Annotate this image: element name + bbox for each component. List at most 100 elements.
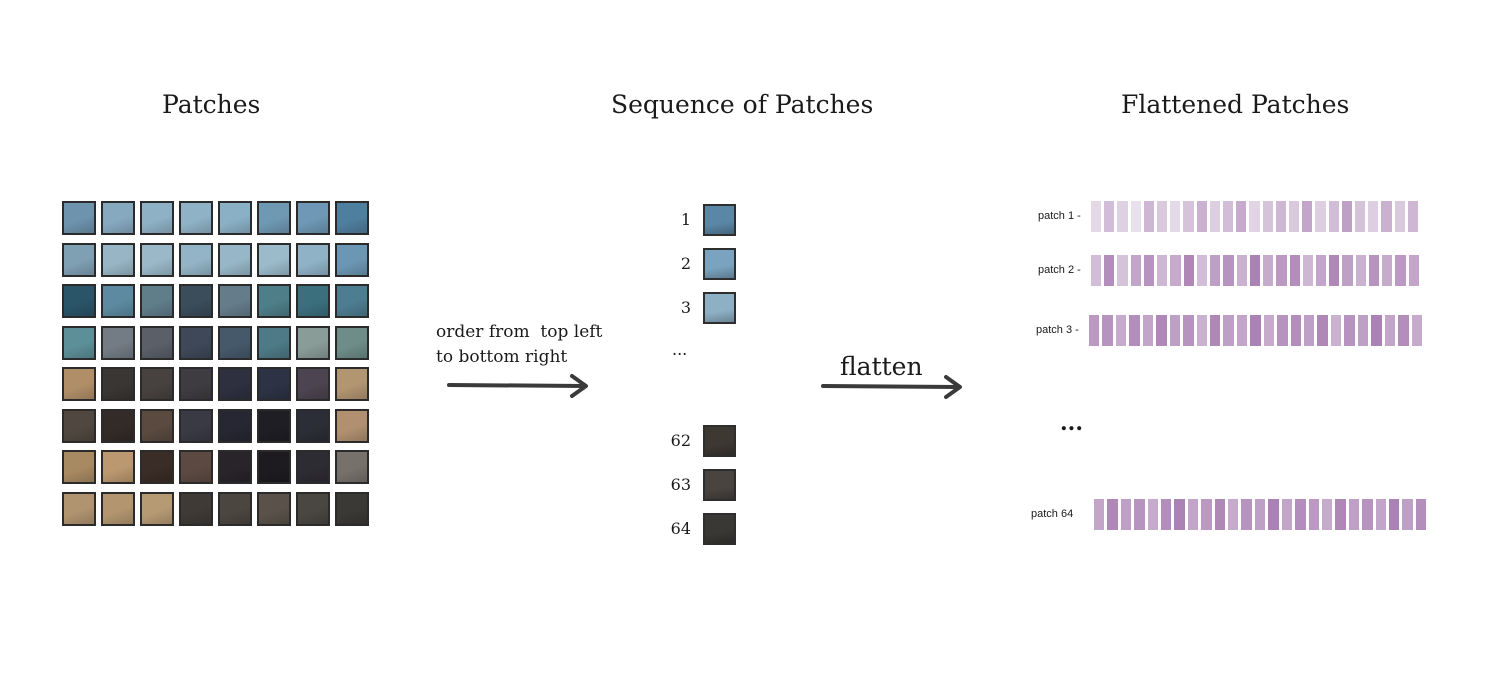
sequence-number: 64 bbox=[670, 519, 691, 538]
grid-patch bbox=[140, 367, 174, 401]
vector-cell bbox=[1143, 255, 1155, 286]
grid-patch bbox=[296, 325, 330, 360]
vector-cell bbox=[1201, 499, 1212, 530]
grid-patch bbox=[62, 450, 96, 484]
vector-cell bbox=[1254, 499, 1266, 530]
vector-cell bbox=[1223, 201, 1234, 232]
grid-patch bbox=[257, 242, 291, 277]
vector-cell bbox=[1210, 255, 1221, 286]
title-flattened: Flattened Patches bbox=[1121, 90, 1350, 119]
grid-patch bbox=[179, 201, 213, 235]
patch-vector bbox=[1089, 315, 1422, 346]
grid-patch bbox=[140, 284, 174, 318]
vector-cell bbox=[1094, 499, 1105, 530]
vector-cell bbox=[1355, 201, 1366, 232]
vector-cell bbox=[1407, 201, 1419, 232]
grid-patch bbox=[62, 367, 96, 401]
grid-patch bbox=[179, 284, 213, 318]
grid-patch bbox=[62, 201, 96, 235]
vector-cell bbox=[1134, 499, 1145, 530]
patch-vector-label: patch 1 - bbox=[1038, 210, 1081, 222]
grid-patch bbox=[179, 408, 213, 443]
sequence-number: 62 bbox=[670, 431, 691, 450]
vector-cell bbox=[1290, 315, 1301, 346]
vector-cell bbox=[1355, 255, 1366, 286]
patch-vector bbox=[1091, 255, 1419, 286]
vector-cell bbox=[1368, 201, 1379, 232]
grid-patch bbox=[62, 242, 96, 277]
grid-patch bbox=[335, 242, 369, 277]
vector-cell bbox=[1276, 255, 1287, 286]
grid-patch bbox=[101, 450, 135, 484]
vector-cell bbox=[1388, 499, 1400, 530]
grid-patch bbox=[101, 408, 135, 443]
vector-cell bbox=[1321, 499, 1333, 530]
grid-patch bbox=[257, 325, 291, 360]
grid-patch bbox=[257, 450, 291, 484]
patch-vector-label: patch 2 - bbox=[1038, 264, 1081, 276]
sequence-patch bbox=[703, 425, 736, 457]
vector-cell bbox=[1308, 499, 1319, 530]
title-patches: Patches bbox=[162, 90, 261, 119]
vector-cell bbox=[1091, 255, 1102, 286]
vector-cell bbox=[1147, 499, 1159, 530]
vector-cell bbox=[1394, 201, 1405, 232]
vector-cell bbox=[1183, 255, 1194, 286]
grid-patch bbox=[335, 408, 369, 443]
vector-cell bbox=[1249, 201, 1260, 232]
grid-patch bbox=[218, 325, 252, 360]
vector-cell bbox=[1329, 255, 1340, 286]
order-note-line-2: to bottom right bbox=[436, 347, 568, 367]
grid-patch bbox=[179, 242, 213, 277]
vector-cell bbox=[1157, 201, 1168, 232]
vector-cell bbox=[1289, 255, 1300, 286]
grid-patch bbox=[62, 491, 96, 526]
sequence-patch bbox=[703, 204, 736, 236]
vector-cell bbox=[1209, 315, 1221, 346]
grid-patch bbox=[296, 408, 330, 443]
grid-patch bbox=[179, 450, 213, 484]
grid-patch bbox=[218, 242, 252, 277]
vector-cell bbox=[1143, 201, 1155, 232]
sequence-number: 3 bbox=[680, 298, 691, 317]
vector-cell bbox=[1115, 315, 1127, 346]
grid-patch bbox=[335, 201, 369, 235]
vector-cell bbox=[1236, 315, 1248, 346]
vector-cell bbox=[1411, 315, 1422, 346]
vector-cell bbox=[1223, 315, 1234, 346]
grid-patch bbox=[140, 408, 174, 443]
flattened-ellipsis: ... bbox=[1060, 410, 1083, 436]
vector-cell bbox=[1104, 201, 1115, 232]
vector-cell bbox=[1381, 201, 1392, 232]
vector-cell bbox=[1120, 499, 1132, 530]
vector-cell bbox=[1362, 499, 1373, 530]
grid-patch bbox=[101, 242, 135, 277]
vector-cell bbox=[1302, 255, 1313, 286]
title-sequence: Sequence of Patches bbox=[611, 90, 874, 119]
sequence-patch bbox=[703, 248, 736, 280]
vector-cell bbox=[1263, 255, 1274, 286]
vector-cell bbox=[1091, 201, 1102, 232]
vector-cell bbox=[1281, 499, 1293, 530]
sequence-patch bbox=[703, 513, 736, 545]
grid-patch bbox=[296, 201, 330, 235]
vector-cell bbox=[1157, 255, 1168, 286]
vector-cell bbox=[1263, 315, 1275, 346]
grid-patch bbox=[257, 491, 291, 526]
sequence-number: 63 bbox=[670, 475, 691, 494]
vector-cell bbox=[1302, 201, 1313, 232]
vector-cell bbox=[1402, 499, 1413, 530]
patch-vector bbox=[1091, 201, 1419, 232]
grid-patch bbox=[140, 242, 174, 277]
vector-cell bbox=[1315, 255, 1327, 286]
vector-cell bbox=[1228, 499, 1239, 530]
vector-cell bbox=[1371, 315, 1382, 346]
vector-cell bbox=[1161, 499, 1172, 530]
flatten-arrow bbox=[821, 375, 962, 399]
vector-cell bbox=[1408, 255, 1419, 286]
grid-patch bbox=[296, 242, 330, 277]
vector-cell bbox=[1315, 201, 1326, 232]
sequence-patch bbox=[703, 292, 736, 324]
grid-patch bbox=[179, 491, 213, 526]
vector-cell bbox=[1328, 201, 1339, 232]
